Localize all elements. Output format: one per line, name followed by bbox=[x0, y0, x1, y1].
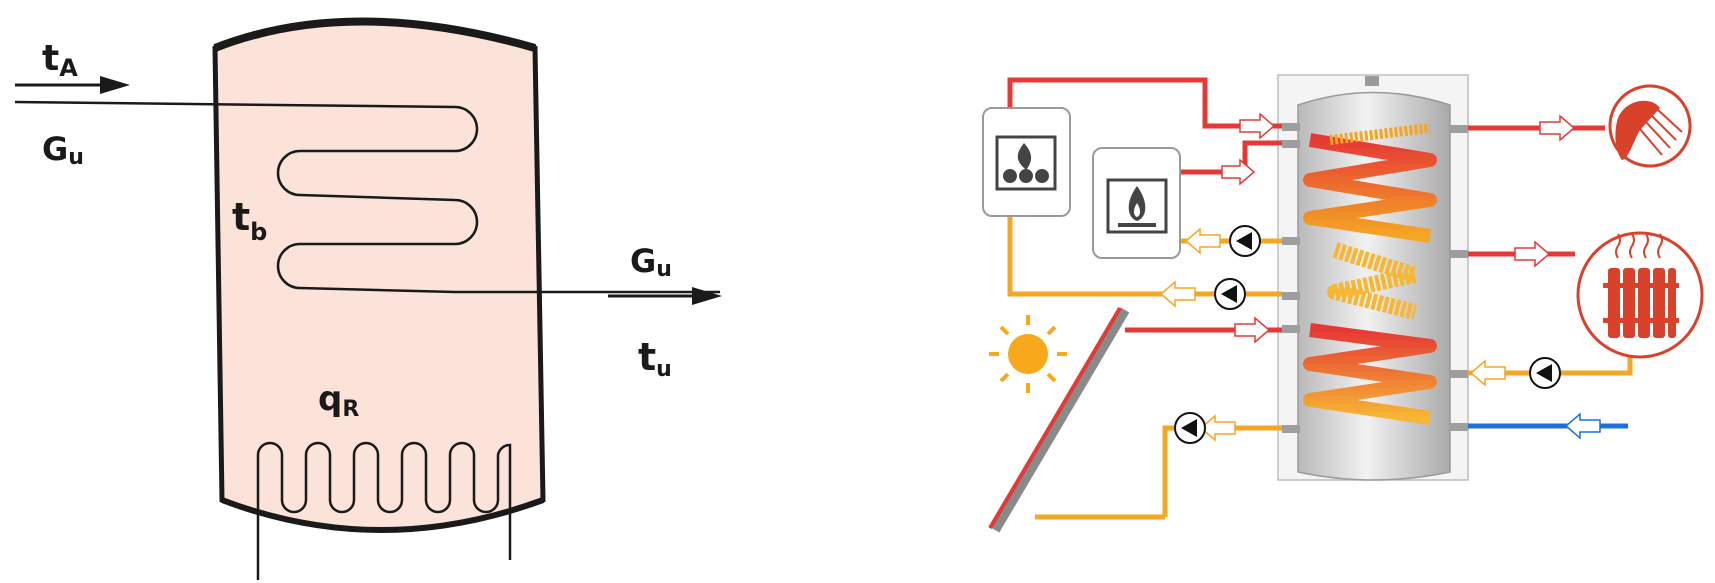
pump-icon bbox=[1229, 225, 1261, 257]
flow-arrows bbox=[1159, 112, 1601, 442]
electric-heater-element bbox=[256, 441, 512, 580]
pump-icon bbox=[1174, 412, 1206, 444]
hot-pipes bbox=[1007, 77, 1605, 333]
upper-coil bbox=[1303, 133, 1437, 243]
label-t-a: tA bbox=[42, 38, 78, 82]
lower-coil bbox=[1303, 323, 1437, 425]
tank-connectors bbox=[1282, 123, 1468, 433]
inlet-arrow bbox=[15, 76, 130, 94]
label-g-u-outlet: Gu bbox=[630, 242, 672, 282]
label-t-u: tu bbox=[638, 335, 672, 382]
solar-collector-icon bbox=[988, 306, 1130, 533]
label-t-b: tb bbox=[232, 195, 267, 246]
pump-icon bbox=[1214, 278, 1246, 310]
sun-icon bbox=[989, 315, 1067, 393]
shower-icon bbox=[1608, 84, 1692, 168]
heating-coil bbox=[14, 100, 720, 294]
tank-bottom bbox=[220, 497, 545, 533]
right-solar-storage-diagram bbox=[982, 74, 1704, 533]
gas-burner-icon bbox=[1092, 147, 1181, 259]
pump-icon bbox=[1529, 357, 1561, 389]
label-g-u-inlet: Gu bbox=[42, 130, 84, 170]
radiator-icon bbox=[1576, 231, 1704, 359]
middle-coil bbox=[1327, 242, 1423, 320]
upper-coil-ribbed bbox=[1329, 123, 1431, 145]
tank-top bbox=[213, 17, 537, 52]
left-heat-exchanger-diagram: tA Gu tb Gu tu qR bbox=[14, 17, 722, 580]
boiler-solid-fuel-icon bbox=[982, 107, 1071, 217]
label-q-r: qR bbox=[318, 379, 359, 422]
outlet-arrow bbox=[608, 287, 722, 305]
